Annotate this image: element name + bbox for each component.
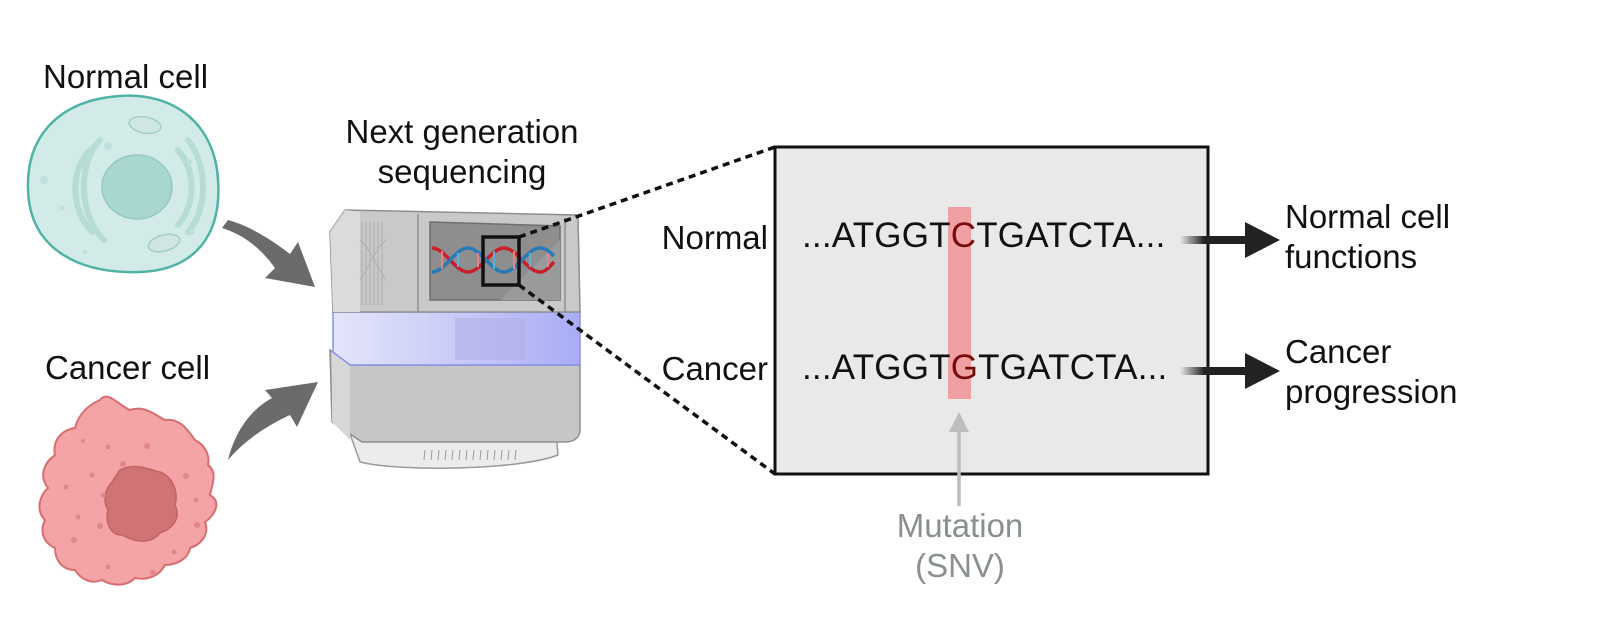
sequence-normal: ...ATGGTCTGATCTA... <box>802 216 1166 256</box>
sequencer-machine-icon <box>329 209 581 469</box>
sequencer-label: Next generation sequencing <box>322 112 602 192</box>
normal-cell-label: Normal cell <box>43 58 209 95</box>
row-label-normal: Normal <box>661 219 768 256</box>
sequence-cancer-base: G <box>950 348 979 387</box>
mutation-label-line2: (SNV) <box>915 547 1005 584</box>
sequence-cancer-prefix: ...ATGGT <box>802 348 951 387</box>
outcome-normal: Normal cell functions <box>1285 197 1450 277</box>
mutation-label-line1: Mutation <box>896 507 1024 544</box>
arrow-normal-outcome <box>1180 222 1280 258</box>
zoom-line-bottom <box>517 283 777 476</box>
sequence-normal-suffix: TGATCTA... <box>976 216 1166 255</box>
outcome-normal-line1: Normal cell <box>1285 198 1451 235</box>
arrow-cancer-outcome <box>1180 353 1280 389</box>
sequence-cancer: ...ATGGTGTGATCTA... <box>802 348 1167 388</box>
sequencer-label-line2: sequencing <box>377 153 547 190</box>
normal-cell-icon <box>26 94 220 274</box>
outcome-normal-line2: functions <box>1285 238 1418 275</box>
sequence-cancer-suffix: TGATCTA... <box>978 348 1168 387</box>
zoom-line-top <box>518 145 776 239</box>
sequence-normal-prefix: ...ATGGT <box>802 216 951 255</box>
mutation-label: Mutation (SNV) <box>860 506 1060 586</box>
mutation-pointer-arrow <box>949 412 969 506</box>
outcome-cancer-line2: progression <box>1285 373 1458 410</box>
row-label-cancer: Cancer <box>661 350 768 387</box>
cancer-cell-icon <box>38 395 218 586</box>
outcome-cancer: Cancer progression <box>1285 332 1457 412</box>
sequencer-label-line1: Next generation <box>345 113 579 150</box>
snv-highlight <box>948 207 971 399</box>
sequence-comparison-panel <box>773 145 1210 476</box>
dna-helix-icon <box>431 246 556 274</box>
outcome-cancer-line1: Cancer <box>1285 333 1392 370</box>
cancer-cell-label: Cancer cell <box>45 349 211 386</box>
arrow-normal-to-sequencer <box>222 220 315 287</box>
sequence-normal-base: C <box>950 216 977 255</box>
zoom-selection-box <box>481 235 521 287</box>
arrow-cancer-to-sequencer <box>228 382 318 460</box>
